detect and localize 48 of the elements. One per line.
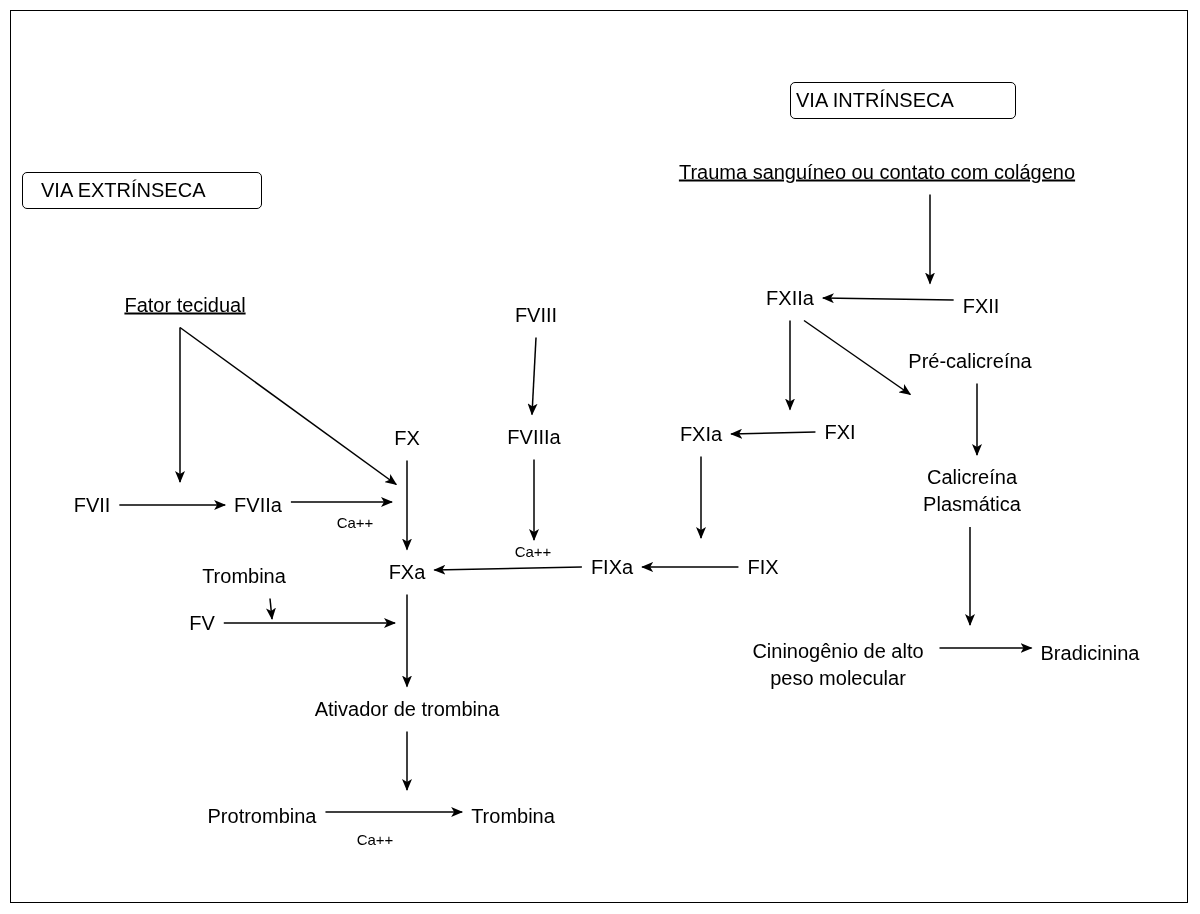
factor-label: FXII — [962, 292, 1000, 320]
arrow — [118, 500, 227, 510]
arrow — [696, 455, 706, 539]
arrow — [972, 382, 982, 456]
arrow — [402, 730, 412, 791]
arrow — [785, 319, 795, 411]
arrow — [529, 458, 539, 541]
pathway-label-box: VIA EXTRÍNSECA — [22, 172, 262, 209]
arrow — [265, 597, 276, 620]
arrow — [175, 326, 185, 483]
factor-label: FVIIa — [234, 491, 282, 519]
factor-label: Fator tecidual — [124, 291, 246, 319]
arrow — [433, 564, 583, 575]
factor-label: Ativador de trombina — [314, 695, 500, 723]
arrow — [938, 643, 1033, 653]
factor-label: FV — [189, 609, 215, 637]
pathway-label-box: VIA INTRÍNSECA — [790, 82, 1016, 119]
factor-label: FXIIa — [766, 284, 814, 312]
arrow — [402, 459, 412, 551]
factor-label: Cininogênio de alto peso molecular — [745, 638, 931, 692]
arrow — [290, 497, 393, 507]
factor-label: Trauma sanguíneo ou contato com colágeno — [678, 158, 1076, 186]
factor-label: FIXa — [590, 553, 634, 581]
factor-label: Bradicinina — [1040, 639, 1140, 667]
factor-label: Calicreína Plasmática — [907, 464, 1037, 518]
arrow — [223, 618, 396, 628]
arrow — [821, 293, 955, 304]
arrow — [641, 562, 740, 572]
arrow — [324, 807, 464, 817]
arrow — [925, 193, 935, 285]
factor-label: FX — [394, 424, 420, 452]
arrow — [179, 326, 398, 486]
arrow — [402, 593, 412, 688]
factor-label: FVIII — [514, 301, 558, 329]
factor-label: FVII — [73, 491, 111, 519]
factor-label: FXa — [388, 558, 426, 586]
factor-label: FXI — [824, 418, 856, 446]
arrow — [730, 428, 817, 439]
factor-label: FXIa — [679, 420, 723, 448]
factor-label: FIX — [747, 553, 779, 581]
factor-label: Trombina — [202, 562, 286, 590]
arrow — [965, 526, 975, 626]
factor-label: Protrombina — [207, 802, 317, 830]
factor-label: Pré-calicreína — [908, 347, 1032, 375]
arrow — [527, 336, 538, 416]
arrow — [803, 319, 912, 396]
factor-label: Trombina — [471, 802, 555, 830]
factor-label: FVIIIa — [507, 423, 561, 451]
